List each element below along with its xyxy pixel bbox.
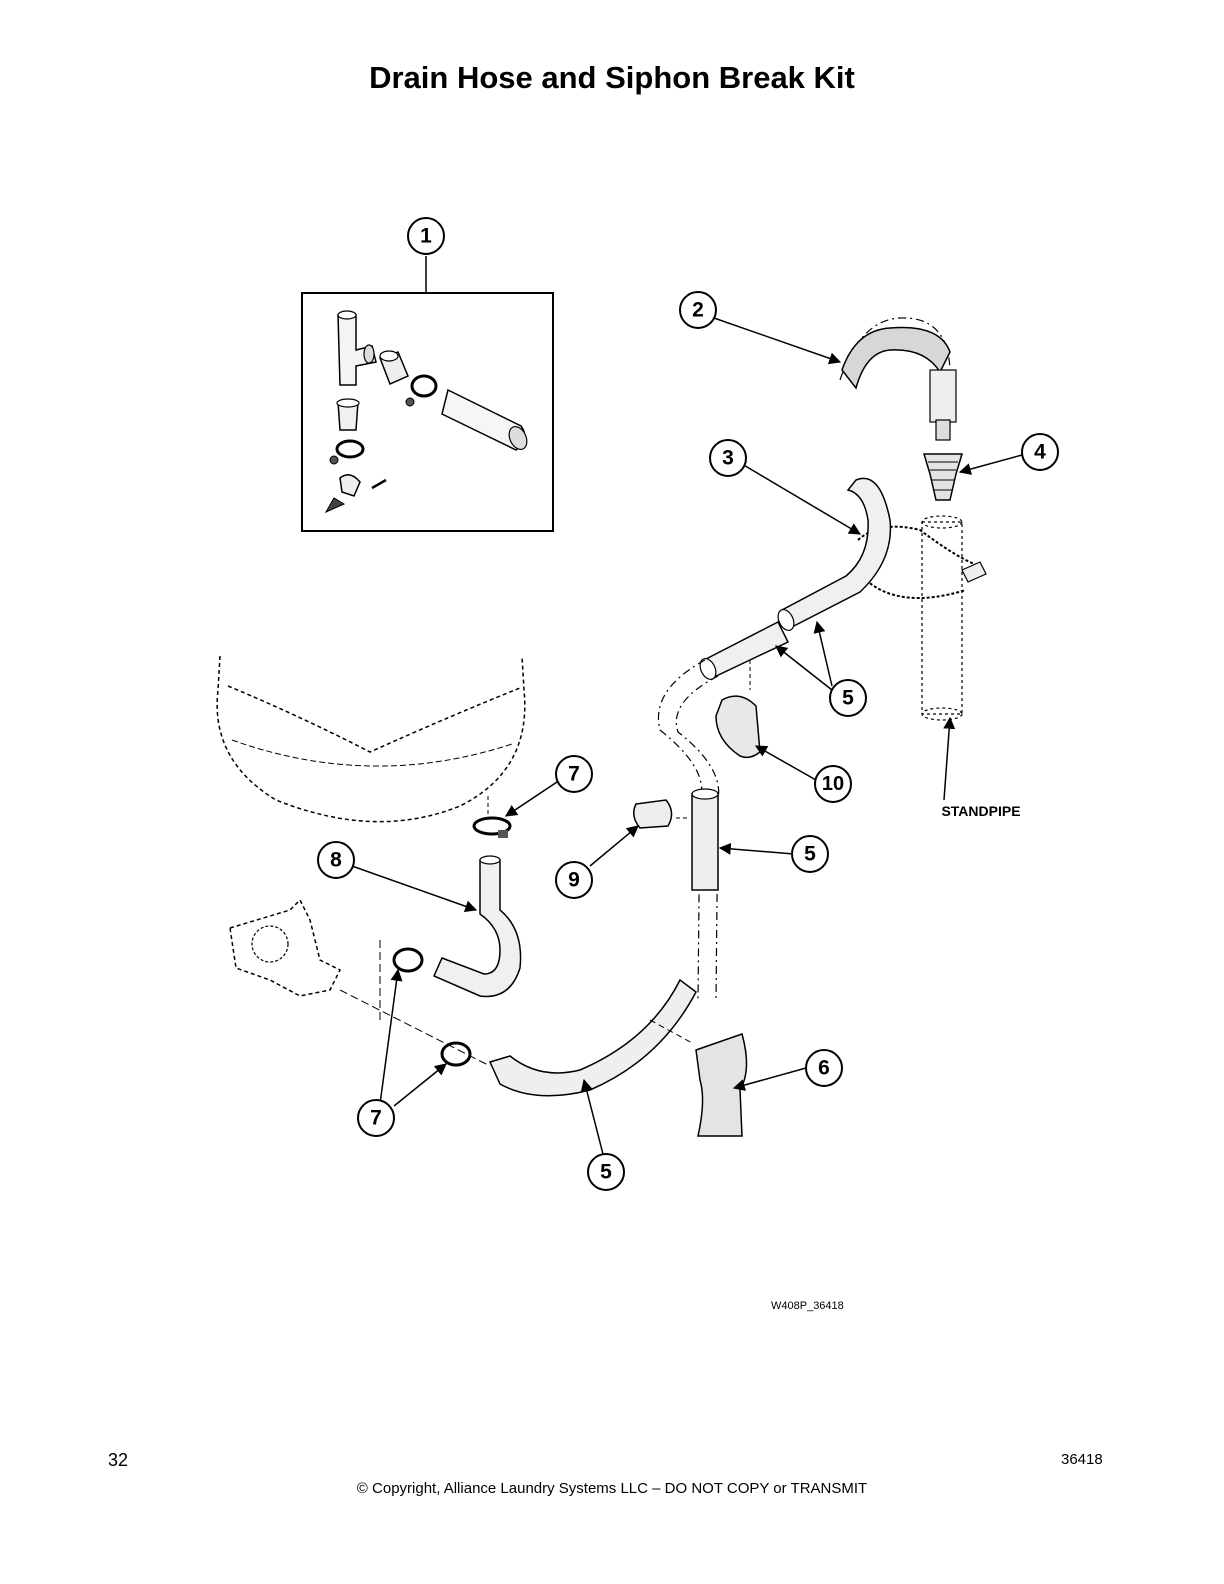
callout-10: 10	[822, 773, 844, 795]
standpipe-insert	[922, 453, 964, 501]
callout-5-middle: 5	[804, 843, 816, 866]
pump-hose	[433, 855, 522, 998]
hose-clamp-top	[472, 816, 512, 838]
callout-6: 6	[818, 1057, 830, 1080]
siphon-break-hose	[839, 317, 957, 441]
callout-4: 4	[1034, 441, 1046, 464]
callout-8: 8	[330, 849, 342, 872]
callout-7-top: 7	[568, 763, 580, 786]
page-number: 32	[108, 1450, 129, 1470]
callout-2: 2	[692, 299, 704, 322]
corrugated-hose-middle	[691, 788, 719, 891]
callout-7-bottom: 7	[370, 1107, 382, 1130]
document-number: 36418	[1061, 1451, 1103, 1468]
figure-id: W408P_36418	[771, 1300, 844, 1312]
drain-pump-outline	[229, 898, 491, 1067]
callouts	[317, 217, 1059, 1191]
corrugated-hose-lower	[488, 978, 697, 1097]
callout-1: 1	[420, 225, 432, 248]
corrugated-hose-upper	[699, 477, 892, 680]
hose-clamp-lower	[392, 947, 472, 1067]
callout-leaders	[351, 317, 1023, 1159]
washer-tub-outline	[216, 655, 526, 823]
standpipe-label: STANDPIPE	[941, 803, 1020, 819]
hose-hanger	[633, 799, 690, 829]
callout-9: 9	[568, 869, 580, 892]
hose-clip	[715, 660, 761, 759]
callout-3: 3	[722, 447, 734, 470]
page-title: Drain Hose and Siphon Break Kit	[369, 60, 855, 95]
callout-5-upper: 5	[842, 687, 854, 710]
hose-guide	[695, 1033, 748, 1137]
siphon-break-kit-box	[301, 256, 554, 532]
standpipe-drawing	[921, 515, 963, 721]
copyright-notice: © Copyright, Alliance Laundry Systems LL…	[356, 1480, 868, 1497]
callout-5-lower: 5	[600, 1161, 612, 1184]
